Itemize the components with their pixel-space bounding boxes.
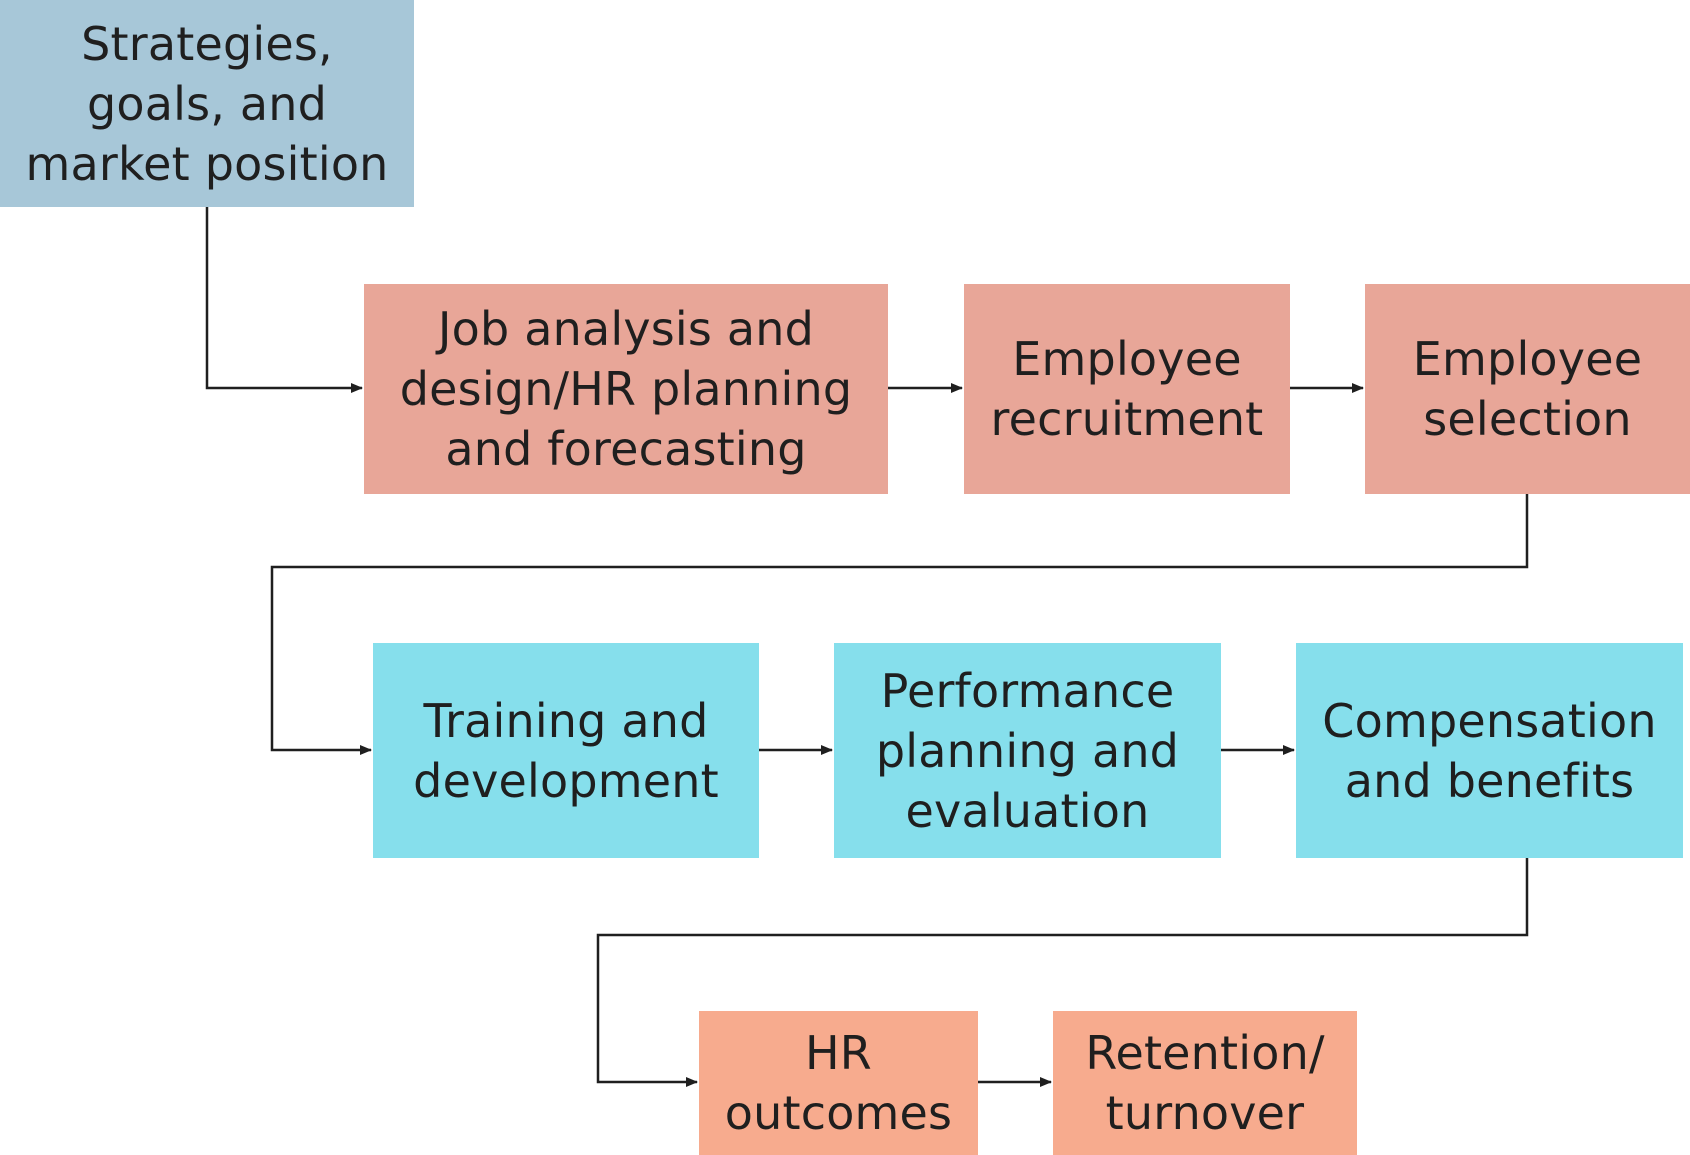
node-label: Training and development (413, 693, 719, 808)
node-employee-selection: Employee selection (1365, 284, 1690, 494)
node-label: HR outcomes (724, 1026, 953, 1140)
arrow-selection-to-training (270, 494, 1529, 755)
node-label: Employee recruitment (990, 332, 1264, 446)
node-retention-turnover: Retention/ turnover (1053, 1011, 1357, 1155)
node-hr-outcomes: HR outcomes (699, 1011, 978, 1155)
node-performance-planning-evaluation: Performance planning and evaluation (834, 643, 1221, 858)
node-compensation-benefits: Compensation and benefits (1296, 643, 1683, 858)
arrow-compensation-to-hr-outcomes (596, 858, 1529, 1087)
node-label: Strategies, goals, and market position (25, 16, 389, 191)
node-label: Retention/ turnover (1085, 1026, 1325, 1140)
node-employee-recruitment: Employee recruitment (964, 284, 1290, 494)
node-label: Performance planning and evaluation (875, 663, 1180, 838)
node-label: Job analysis and design/HR planning and … (399, 302, 853, 476)
arrow-strategy-to-job-analysis (205, 207, 363, 393)
node-training-development: Training and development (373, 643, 759, 858)
node-strategies-goals-market-position: Strategies, goals, and market position (0, 0, 414, 207)
node-label: Compensation and benefits (1322, 693, 1657, 808)
node-job-analysis-hr-planning: Job analysis and design/HR planning and … (364, 284, 888, 494)
node-label: Employee selection (1412, 332, 1643, 446)
